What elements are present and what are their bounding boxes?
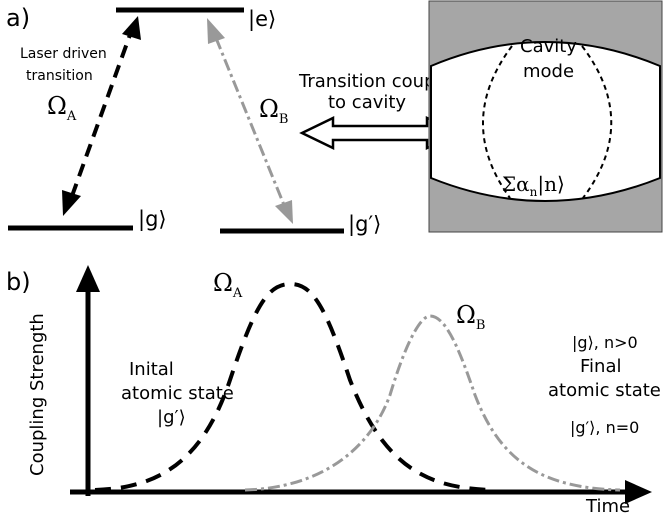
final-state-line2: atomic state [548, 380, 661, 401]
cavity-mode-right-edge [581, 45, 613, 199]
omega-b-symbol: ΩB [259, 95, 288, 127]
y-axis-label: Coupling Strength [27, 313, 48, 476]
cavity-label-line2: mode [523, 61, 574, 82]
x-axis-arrowhead [625, 480, 652, 504]
omega-a-pulse-label: ΩA [213, 269, 243, 301]
coupling-label-line1: Transition coupled [298, 71, 463, 92]
level-ground-prime-label: |g′⟩ [348, 212, 381, 237]
omega-b-pulse-label: ΩB [456, 301, 485, 333]
cavity-mode-left-edge [482, 45, 513, 199]
cavity-fock-state: Σαn|n⟩ [502, 172, 565, 199]
level-ground-label: |g⟩ [138, 207, 167, 232]
omega-b-arrowhead-down [275, 200, 293, 224]
optical-cavity: Cavity mode Σαn|n⟩ [428, 0, 663, 233]
level-excited-label: |e⟩ [248, 7, 276, 32]
y-axis-arrowhead [76, 265, 100, 292]
panel-b-label: b) [6, 268, 31, 296]
cavity-label-line1: Cavity [520, 36, 577, 57]
omega-a-transition-arrow [70, 31, 133, 197]
omega-b-pulse-curve [244, 314, 621, 492]
omega-b-transition-arrow [214, 37, 286, 206]
panel-a-label: a) [6, 4, 30, 32]
omega-b-arrowhead-up [207, 18, 225, 44]
coupling-label-line2: to cavity [328, 92, 406, 113]
x-axis-label: Time [585, 496, 630, 515]
final-top-state: |g⟩, n>0 [572, 333, 638, 352]
initial-state-line2: atomic state [121, 383, 234, 404]
laser-label-line2: transition [26, 68, 93, 84]
final-bottom-state: |g′⟩, n=0 [570, 418, 639, 437]
initial-state-line1: Inital [129, 359, 174, 380]
initial-state-line3: |g′⟩ [157, 407, 186, 428]
final-state-line1: Final [580, 356, 621, 377]
panel-a: a) |e⟩ |g⟩ |g′⟩ Laser driven transition … [6, 0, 663, 237]
omega-a-symbol: ΩA [47, 92, 77, 124]
omega-a-arrowhead-up [122, 16, 141, 40]
panel-b: b) Coupling Strength Time ΩA ΩB Inital a… [6, 265, 661, 515]
laser-label-line1: Laser driven [20, 46, 107, 62]
cavity-mode-region [430, 41, 661, 202]
omega-a-arrowhead-down [62, 190, 81, 216]
